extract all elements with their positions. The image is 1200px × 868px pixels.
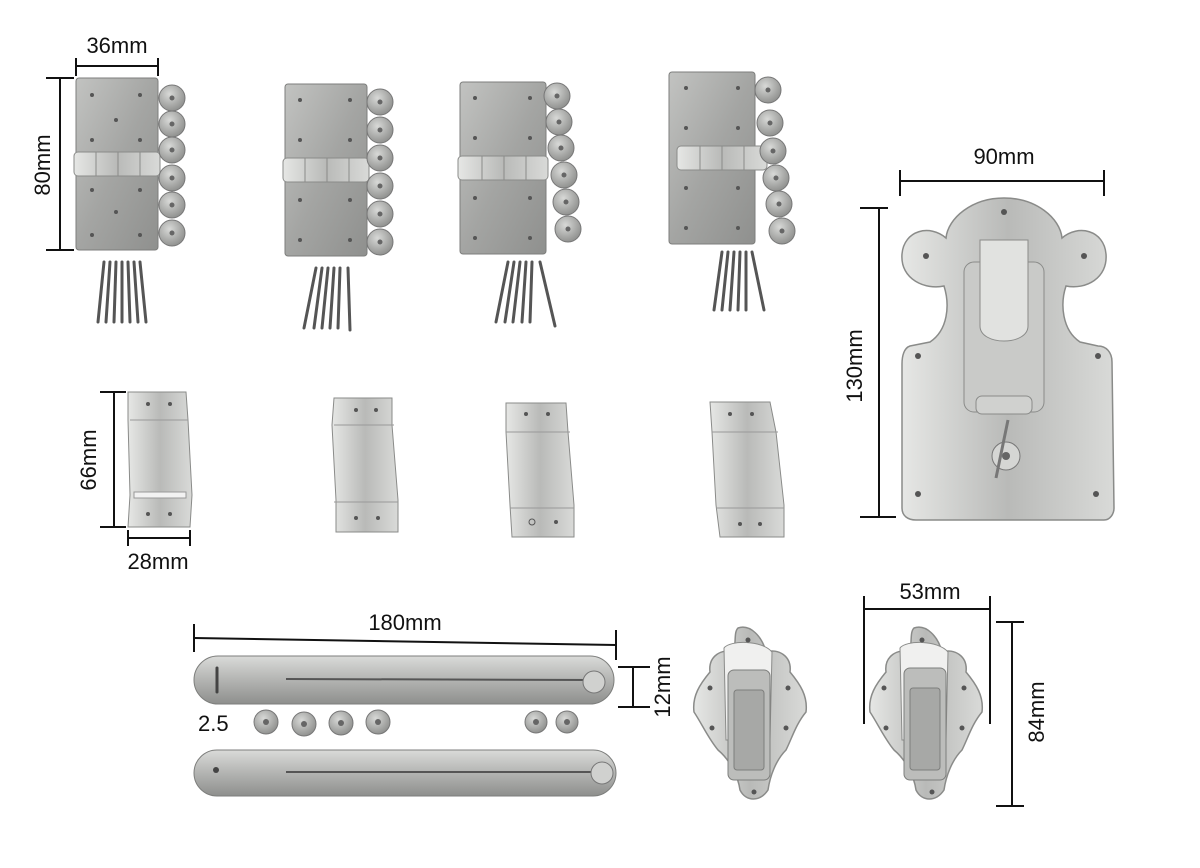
- bracket-1: [127, 391, 193, 528]
- washers-4: [754, 76, 796, 245]
- label-bracket-height: 66mm: [76, 429, 101, 490]
- washers-1: [158, 84, 186, 247]
- dimension-hinge-width: 36mm: [75, 33, 159, 76]
- dimension-small-latch-width: 53mm: [863, 579, 991, 724]
- hinge-4: [668, 71, 768, 245]
- label-small-latch-width: 53mm: [899, 579, 960, 604]
- dimension-latch-height: 130mm: [842, 207, 896, 518]
- hinge-2: [282, 83, 370, 257]
- hinge-1: [73, 77, 161, 251]
- label-strap-length: 180mm: [368, 610, 441, 635]
- small-latch-1: [692, 626, 808, 800]
- washers-2: [366, 88, 394, 256]
- dimension-bracket-width: 28mm: [127, 530, 191, 574]
- dimension-hinge-height: 80mm: [30, 77, 74, 251]
- dimension-small-latch-height: 84mm: [996, 621, 1049, 807]
- strap-1: [193, 655, 615, 705]
- label-strap-width: 12mm: [650, 656, 675, 717]
- rivets-3: [494, 260, 557, 328]
- dimension-strap-length: 180mm: [193, 610, 617, 660]
- label-small-latch-height: 84mm: [1024, 681, 1049, 742]
- label-latch-width: 90mm: [973, 144, 1034, 169]
- label-hinge-width: 36mm: [86, 33, 147, 58]
- large-latch: [901, 197, 1115, 521]
- bracket-2: [331, 397, 399, 533]
- dimension-strap-width: 12mm: [618, 656, 675, 718]
- small-latch-2: [868, 626, 984, 800]
- rivets-1: [96, 260, 148, 324]
- label-hinge-height: 80mm: [30, 134, 55, 195]
- label-bracket-width: 28mm: [127, 549, 188, 574]
- hinge-3: [457, 81, 549, 255]
- bracket-4: [709, 401, 785, 538]
- strap-washers: [253, 709, 579, 737]
- label-latch-height: 130mm: [842, 329, 867, 402]
- rivets-2: [302, 266, 352, 332]
- rivets-4: [712, 250, 766, 312]
- strap-2: [193, 749, 617, 797]
- label-strap-slot: 2.5: [198, 711, 229, 736]
- bracket-3: [505, 402, 575, 538]
- dimension-latch-width: 90mm: [899, 144, 1105, 196]
- dimension-bracket-height: 66mm: [76, 391, 126, 528]
- washers-3: [543, 82, 582, 243]
